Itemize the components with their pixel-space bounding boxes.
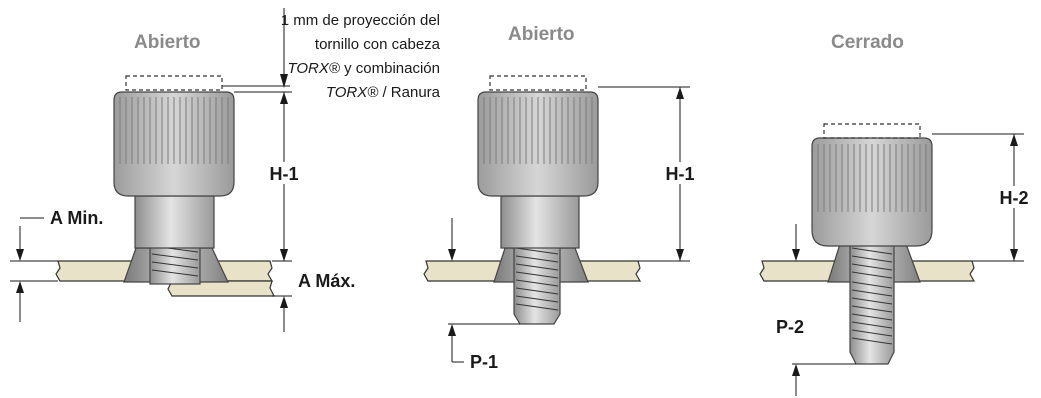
h1-middle-arrow-bottom <box>676 249 684 261</box>
h1-middle-arrow-top <box>676 87 684 99</box>
p2-arrow-bottom <box>792 364 800 376</box>
note-line-4: TORX® / Ranura <box>326 84 441 101</box>
h1-left-label-bg <box>268 162 300 184</box>
h2-label-bg <box>996 186 1032 208</box>
p1-arrow-top <box>448 249 456 261</box>
p2-label: P-2 <box>776 317 804 337</box>
note-leader-arrow <box>280 74 288 88</box>
retainer-middle <box>500 195 580 249</box>
amin-label: A Min. <box>50 208 103 228</box>
h1-left-label: H-1 <box>269 164 298 184</box>
note-line-2: tornillo con cabeza <box>315 36 441 53</box>
knurl-middle <box>483 97 593 164</box>
note-line-1: 1 mm de proyección del <box>281 12 440 29</box>
projection-dashed-left <box>125 75 223 91</box>
p1-label: P-1 <box>470 352 498 372</box>
fastener-middle: H-1 P-1 <box>423 75 696 372</box>
title-right: Cerrado <box>831 32 904 53</box>
projection-note: 1 mm de proyección del tornillo con cabe… <box>222 8 441 101</box>
fastener-left: H-1 A Min. A Máx. <box>10 75 355 332</box>
amin-arrow-top <box>16 249 24 261</box>
amax-arrow-top <box>280 249 288 261</box>
h1-middle-label: H-1 <box>665 164 694 184</box>
note-line-3: TORX® y combinación <box>287 60 440 77</box>
h2-label: H-2 <box>999 188 1028 208</box>
amax-arrow-bottom <box>280 296 288 308</box>
projection-dashed-middle <box>489 75 587 91</box>
amax-label: A Máx. <box>298 271 355 291</box>
fastener-right: H-2 P-2 <box>759 123 1032 396</box>
stud-middle <box>513 239 561 325</box>
h2-arrow-bottom <box>1010 249 1018 261</box>
h1-left-arrow-top <box>280 92 288 104</box>
note-line-3-rest: y combinación <box>340 60 440 77</box>
amin-arrow-bottom <box>16 281 24 293</box>
note-line-3-italic: TORX® <box>287 60 340 77</box>
h2-arrow-top <box>1010 134 1018 146</box>
title-middle: Abierto <box>508 24 575 45</box>
p1-arrow-bottom <box>448 324 456 336</box>
thread-right <box>851 247 893 345</box>
thread-middle <box>515 247 559 311</box>
h1-middle-label-bg <box>664 162 696 184</box>
title-left: Abierto <box>134 32 201 53</box>
note-line-4-rest: / Ranura <box>378 84 440 101</box>
knurl-right <box>817 144 927 212</box>
knurl-left <box>119 97 229 164</box>
projection-dashed-right <box>823 123 921 139</box>
p2-arrow-top <box>792 249 800 261</box>
retainer-left <box>134 195 215 249</box>
note-line-4-italic: TORX® <box>326 84 379 101</box>
